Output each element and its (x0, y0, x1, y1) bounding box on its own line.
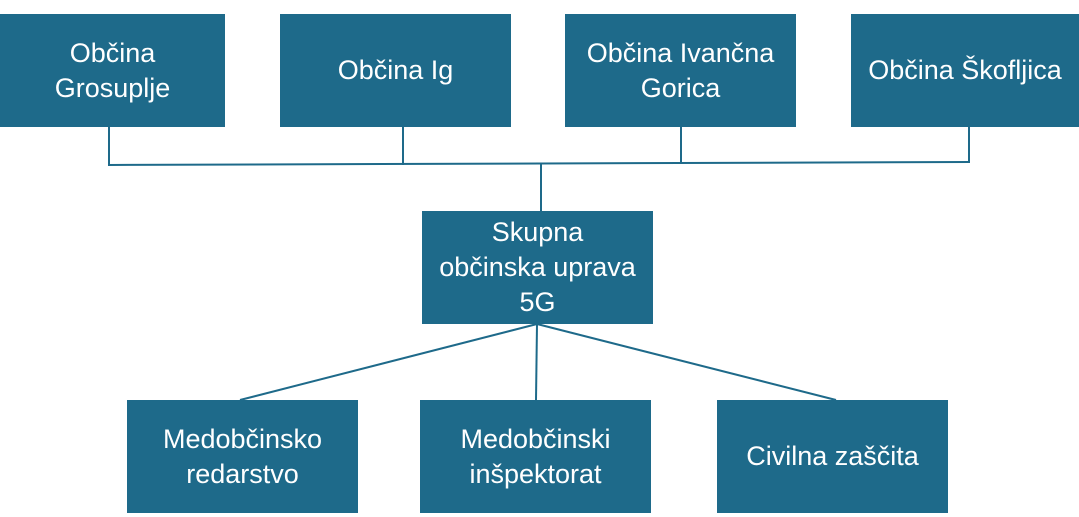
connector-center-zascita (536, 323, 837, 401)
connector-center-redarstvo (239, 323, 538, 401)
department-civilna-zascita-box: Civilna zaščita (717, 400, 948, 513)
municipality-ig-box: Občina Ig (280, 14, 511, 127)
municipality-ivancna-gorica-label: Občina Ivančna Gorica (586, 37, 775, 103)
department-civilna-zascita-label: Civilna zaščita (746, 441, 919, 471)
connector-center-inspektorat (535, 323, 538, 401)
connector-top-bus (107, 161, 971, 166)
municipality-grosuplje-label: Občina Grosuplje (54, 37, 171, 103)
shared-administration-box: Skupna občinska uprava 5G (422, 211, 653, 324)
municipality-skofljica-label: Občina Škofljica (868, 55, 1062, 85)
department-redarstvo-label: Medobčinsko redarstvo (162, 423, 323, 489)
municipality-skofljica-box: Občina Škofljica (851, 14, 1079, 127)
department-inspektorat-box: Medobčinski inšpektorat (420, 400, 651, 513)
shared-administration-label: Skupna občinska uprava 5G (439, 217, 636, 317)
municipality-grosuplje-box: Občina Grosuplje (0, 14, 225, 127)
department-redarstvo-box: Medobčinsko redarstvo (127, 400, 358, 513)
municipality-ig-label: Občina Ig (337, 55, 454, 85)
department-inspektorat-label: Medobčinski inšpektorat (460, 423, 611, 489)
municipality-ivancna-gorica-box: Občina Ivančna Gorica (565, 14, 796, 127)
